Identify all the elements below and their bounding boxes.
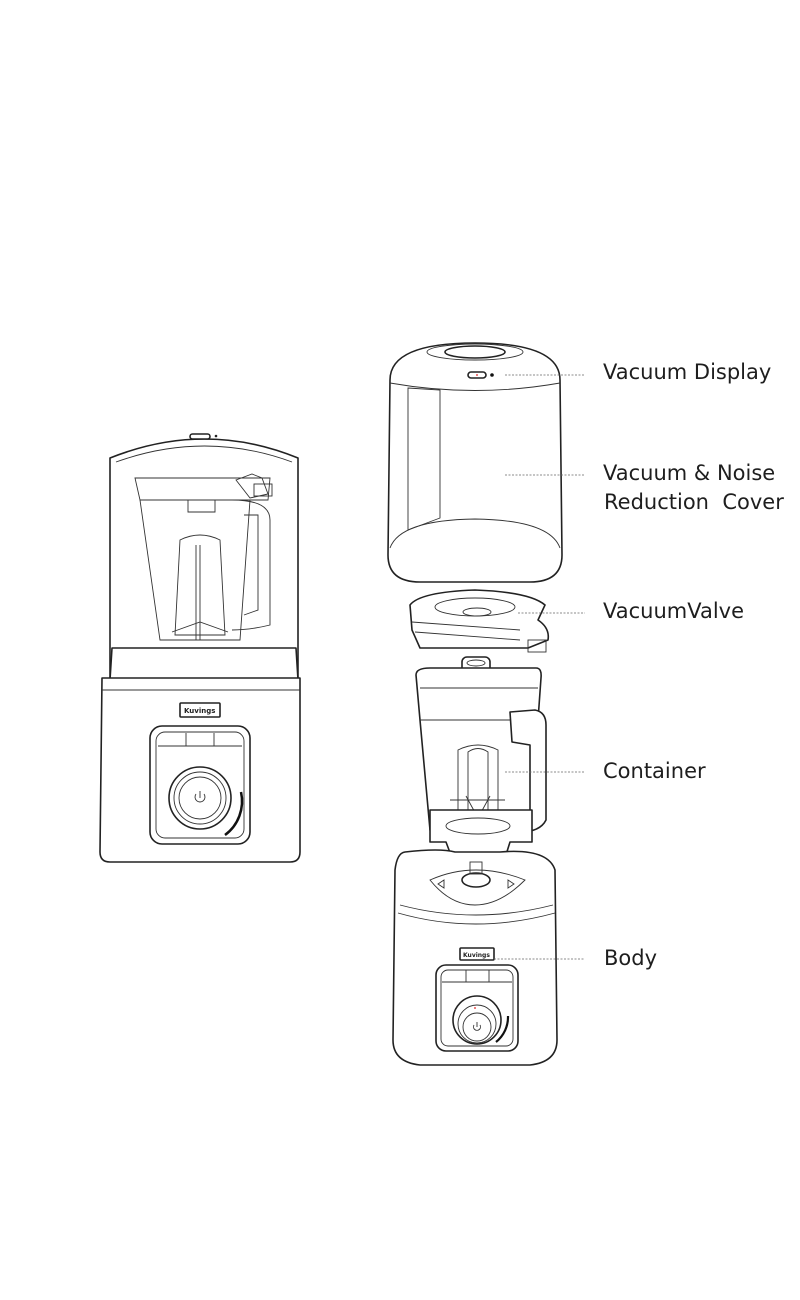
label-vacuum-display: Vacuum Display [603,360,772,384]
vacuum-noise-reduction-cover [387,342,563,583]
brand-logo-text: Kuvings [463,952,490,959]
vacuum-valve-lid [409,589,550,653]
body: Kuvings [392,849,558,1066]
label-container: Container [603,759,706,783]
label-cover-line1: Vacuum & Noise [603,461,776,485]
assembled-blender: Kuvings [99,433,301,863]
brand-logo-badge [179,702,221,718]
power-icon [194,791,206,803]
display-button [189,433,211,440]
label-body: Body [604,946,658,970]
container [415,656,547,859]
brand-logo-text: Kuvings [184,707,215,715]
body-brand-logo [459,947,495,961]
label-cover-line2: Reduction Cover [604,490,784,514]
label-vacuum-valve: VacuumValve [603,599,745,623]
